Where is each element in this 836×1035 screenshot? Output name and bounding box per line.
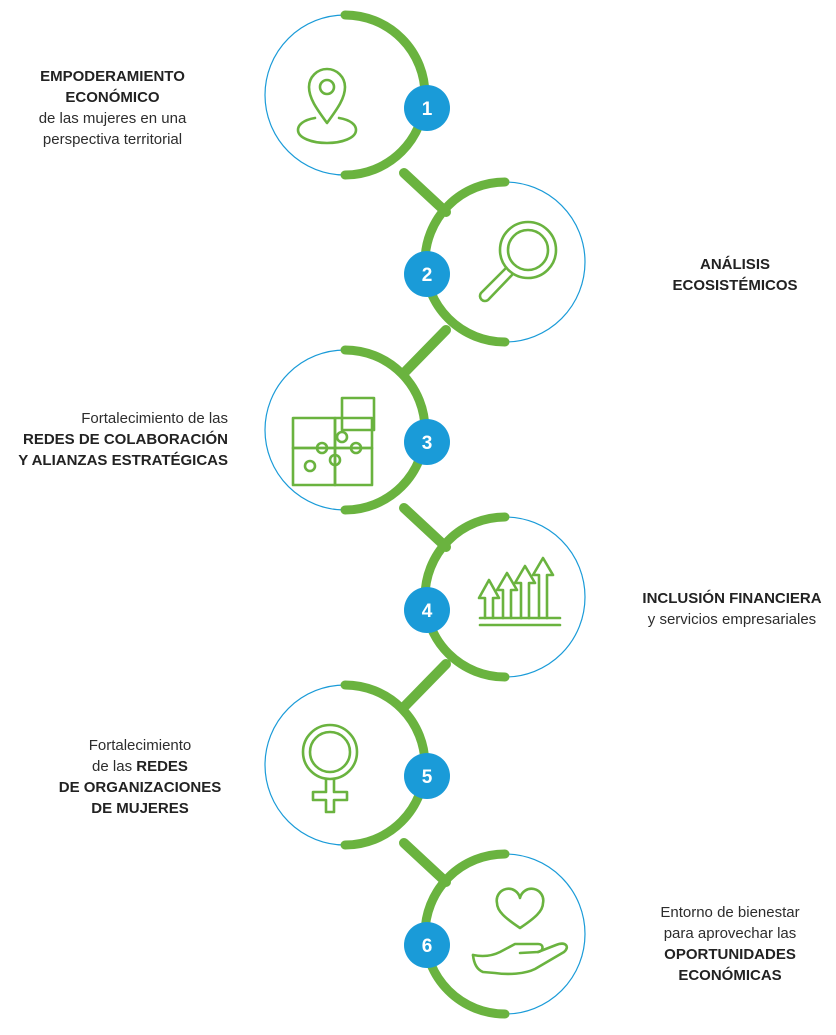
step-5-label: Fortalecimiento de las REDES DE ORGANIZA…: [40, 735, 240, 819]
badge-6: 6: [404, 922, 450, 968]
step-2-line-2: ECOSISTÉMICOS: [672, 277, 798, 294]
badge-2: 2: [404, 251, 450, 297]
step-1-line-2: ECONÓMICO: [65, 89, 160, 106]
badge-1-number: 1: [422, 99, 433, 120]
step-3-label: Fortalecimiento de las REDES DE COLABORA…: [6, 408, 228, 471]
connector-1-2: [399, 168, 451, 217]
connector-lines: [399, 168, 451, 887]
step-6-ring: [420, 849, 586, 1019]
step-4-label: INCLUSIÓN FINANCIERA y servicios empresa…: [630, 588, 834, 630]
badge-6-number: 6: [422, 936, 433, 957]
badge-5-number: 5: [422, 767, 433, 788]
step-1-label: EMPODERAMIENTO ECONÓMICO de las mujeres …: [10, 66, 215, 150]
step-1-line-1: EMPODERAMIENTO: [40, 68, 185, 85]
step-2-label: ANÁLISIS ECOSISTÉMICOS: [665, 254, 805, 296]
puzzle-icon: [291, 396, 376, 487]
connector-4-5: [399, 659, 451, 712]
step-3-line-1: Fortalecimiento de las: [81, 410, 228, 427]
step-2-ring: [420, 177, 586, 347]
step-3-line-3: Y ALIANZAS ESTRATÉGICAS: [18, 452, 228, 469]
step-5-line-4: DE MUJERES: [91, 800, 189, 817]
female-symbol-icon: [301, 723, 359, 814]
step-5-line-2: de las REDES: [40, 756, 240, 777]
step-3-line-2: REDES DE COLABORACIÓN: [22, 431, 228, 448]
location-pin-icon: [296, 67, 358, 145]
step-5-line-1: Fortalecimiento: [88, 737, 192, 754]
step-5-line-2-text: de las: [92, 758, 137, 775]
step-1-line-4: perspectiva territorial: [42, 131, 183, 148]
step-4-ring: [420, 512, 586, 682]
growth-arrows-icon: [477, 556, 562, 627]
badge-4-number: 4: [422, 601, 433, 622]
badge-3: 3: [404, 419, 450, 465]
step-1-line-3: de las mujeres en una: [38, 110, 187, 127]
badge-2-number: 2: [422, 265, 433, 286]
connector-5-6: [399, 838, 451, 887]
step-6-line-3: OPORTUNIDADES: [664, 946, 796, 963]
step-2-line-1: ANÁLISIS: [699, 256, 770, 273]
number-badges: 1 2 3 4 5 6: [404, 85, 450, 968]
step-6-line-2: para aprovechar las: [663, 925, 797, 942]
badge-1: 1: [404, 85, 450, 131]
badge-3-number: 3: [422, 433, 433, 454]
magnifying-glass-icon: [478, 220, 558, 303]
step-5-line-2-bold: REDES: [136, 758, 188, 775]
heart-hand-icon: [471, 887, 569, 976]
step-6-line-1: Entorno de bienestar: [660, 904, 800, 921]
step-4-line-2: y servicios empresariales: [647, 611, 817, 628]
step-6-line-4: ECONÓMICAS: [678, 967, 782, 984]
badge-5: 5: [404, 753, 450, 799]
step-6-label: Entorno de bienestar para aprovechar las…: [640, 902, 820, 986]
step-5-line-3: DE ORGANIZACIONES: [58, 779, 222, 796]
connector-3-4: [399, 503, 451, 552]
badge-4: 4: [404, 587, 450, 633]
connector-2-3: [399, 325, 451, 378]
step-4-line-1: INCLUSIÓN FINANCIERA: [642, 590, 822, 607]
